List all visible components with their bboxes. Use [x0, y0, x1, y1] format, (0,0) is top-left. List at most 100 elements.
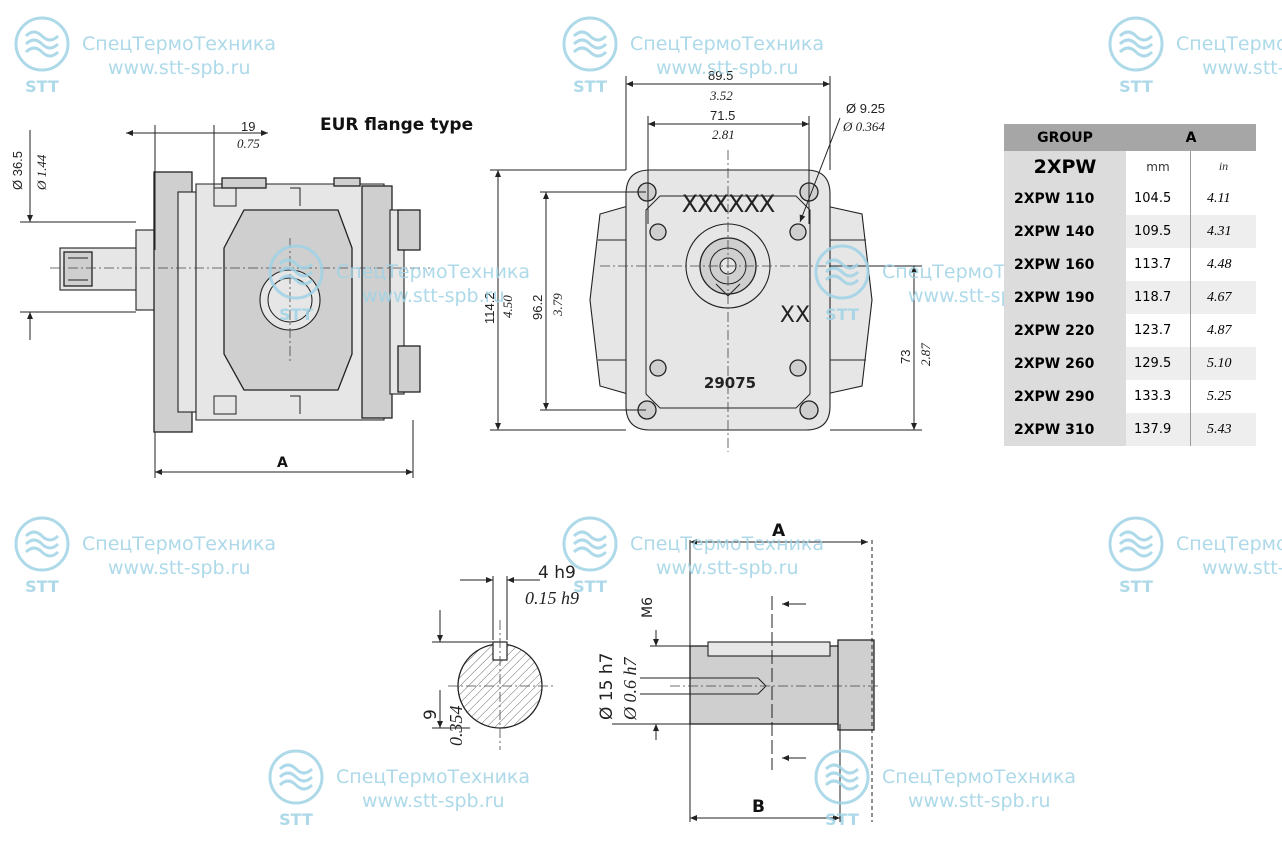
table-cell-model: 2XPW 140 [1004, 215, 1126, 248]
watermark-logo-icon [268, 244, 324, 300]
watermark-company: СпецТермоТехника [630, 33, 824, 55]
table-cell-in: 4.31 [1190, 215, 1256, 248]
watermark-logo-text: STT [25, 577, 59, 596]
side-dim-key-in: 0.75 [237, 136, 260, 151]
table-cell-mm: 137.9 [1126, 413, 1191, 446]
side-dim-length: A [277, 455, 288, 471]
front-dim-bolt-v-mm: 96.2 [530, 295, 545, 320]
table-header-a: A [1126, 124, 1256, 151]
front-marking-top: XXXXXX [682, 190, 775, 218]
front-bolt-hole [789, 223, 807, 241]
table-cell-in: 4.67 [1190, 281, 1256, 314]
table-group-name: 2XPW [1004, 151, 1126, 182]
watermark-logo-icon [1108, 16, 1164, 72]
watermark-logo-icon [14, 16, 70, 72]
front-dim-center-mm: 73 [898, 350, 913, 364]
watermark-logo-icon [562, 516, 618, 572]
shaft-dim-thread: M6 [640, 597, 656, 618]
watermark-logo-icon [1108, 516, 1164, 572]
table-cell-model: 2XPW 190 [1004, 281, 1126, 314]
table-cell-in: 4.48 [1190, 248, 1256, 281]
table-unit-mm: mm [1126, 151, 1191, 182]
watermark-company: СпецТермоТехника [336, 261, 530, 283]
watermark-company: СпецТермоТехника [1176, 533, 1282, 555]
side-nut [63, 251, 93, 287]
shaft-dim-b: B [752, 797, 765, 817]
front-dim-bolt-in: 2.81 [712, 127, 735, 142]
shaft-dim-a: A [772, 521, 786, 541]
table-cell-model: 2XPW 260 [1004, 347, 1126, 380]
table-cell-mm: 133.3 [1126, 380, 1191, 413]
table-cell-in: 5.25 [1190, 380, 1256, 413]
front-dim-bolt-mm: 71.5 [710, 108, 735, 123]
front-view: XXXXXX XX 29075 89.5 3.52 71.5 2.81 Ø 9.… [482, 68, 933, 452]
watermark-logo-icon [14, 516, 70, 572]
watermark-logo-icon [814, 244, 870, 300]
watermark-company: СпецТермоТехника [82, 33, 276, 55]
watermark-url: www.stt-spb.ru [656, 57, 798, 79]
table-cell-model: 2XPW 160 [1004, 248, 1126, 281]
watermark-logo-text: STT [1119, 577, 1153, 596]
front-dim-hole-in: Ø 0.364 [842, 119, 885, 134]
front-bolt-hole [649, 223, 667, 241]
watermark-url: www.stt-spb.ru [1202, 557, 1282, 579]
front-dim-center-in: 2.87 [918, 343, 933, 366]
shaft-dim-depth-mm: 9 [421, 709, 441, 720]
side-bolt-bottom [397, 345, 421, 393]
watermark-company: СпецТермоТехника [1176, 33, 1282, 55]
shaft-dim-key-mm: 4 h9 [538, 563, 576, 583]
front-lobe-left [589, 205, 629, 395]
table-cell-in: 4.87 [1190, 314, 1256, 347]
watermark-logo-text: STT [573, 577, 607, 596]
shaft-dim-depth-in: 0.354 [446, 706, 466, 747]
watermark-company: СпецТермоТехника [882, 766, 1076, 788]
side-dim-shaft-in: Ø 1.44 [34, 154, 49, 191]
table-cell-mm: 118.7 [1126, 281, 1191, 314]
table-cell-in: 5.10 [1190, 347, 1256, 380]
watermark-logo-text: STT [825, 810, 859, 829]
watermark-company: СпецТермоТехника [336, 766, 530, 788]
side-rear-cover [361, 185, 393, 419]
table-cell-mm: 109.5 [1126, 215, 1191, 248]
watermark-url: www.stt-spb.ru [656, 557, 798, 579]
shaft-key [707, 641, 831, 657]
front-dim-bolt-v-in: 3.79 [550, 293, 565, 317]
table-cell-mm: 129.5 [1126, 347, 1191, 380]
watermark-logo-text: STT [279, 305, 313, 324]
watermark-company: СпецТермоТехника [82, 533, 276, 555]
front-dim-hole-mm: Ø 9.25 [846, 101, 885, 116]
watermark-url: www.stt-spb.ru [362, 790, 504, 812]
watermark-url: www.stt-spb.ru [108, 557, 250, 579]
front-dim-height-in: 4.50 [500, 295, 515, 318]
shaft-dim-key-in: 0.15 h9 [525, 588, 579, 608]
watermark-logo-text: STT [825, 305, 859, 324]
front-bolt-hole [649, 359, 667, 377]
shaft-side-view: A B M6 Ø 15 h7 Ø 0.6 h7 [597, 521, 880, 822]
watermark-url: www.stt-spb.ru [1202, 57, 1282, 79]
table-cell-in: 4.11 [1190, 182, 1256, 215]
watermark-logo-icon [814, 749, 870, 805]
watermark-logo-text: STT [279, 810, 313, 829]
table-cell-model: 2XPW 110 [1004, 182, 1126, 215]
side-dim-key-mm: 19 [241, 119, 255, 134]
watermark-url: www.stt-spb.ru [108, 57, 250, 79]
watermark-logo-text: STT [25, 77, 59, 96]
watermark-logo-text: STT [573, 77, 607, 96]
watermark-url: www.stt-spb.ru [908, 790, 1050, 812]
side-view: 19 0.75 Ø 36.5 Ø 1.44 A [10, 119, 430, 478]
side-dim-shaft-mm: Ø 36.5 [10, 151, 25, 190]
